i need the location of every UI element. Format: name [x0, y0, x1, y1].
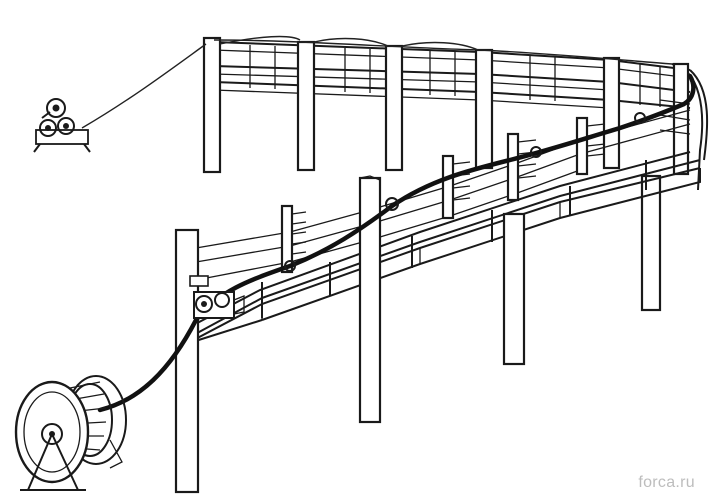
- bracket-stands: [280, 116, 606, 274]
- back-post-2: [296, 40, 316, 172]
- cable-roller-icon: [284, 112, 646, 272]
- front-post-2: [358, 176, 382, 424]
- front-trestle: [174, 109, 701, 494]
- curve-section: [640, 62, 709, 312]
- back-post-1: [202, 36, 222, 174]
- cable-drum-icon: [14, 375, 127, 491]
- front-post-3: [502, 212, 526, 366]
- back-post-5: [602, 56, 621, 170]
- winch-pull-wire: [81, 39, 673, 129]
- pulling-machine-icon: [189, 275, 245, 319]
- back-post-4: [474, 48, 494, 170]
- back-post-3: [384, 44, 404, 172]
- right-leg-post: [640, 174, 662, 312]
- watermark-text: forca.ru: [638, 474, 695, 491]
- power-cable: [97, 73, 696, 413]
- back-trestle: [81, 35, 691, 174]
- front-post-left: [174, 228, 200, 494]
- winch-icon: [33, 98, 91, 153]
